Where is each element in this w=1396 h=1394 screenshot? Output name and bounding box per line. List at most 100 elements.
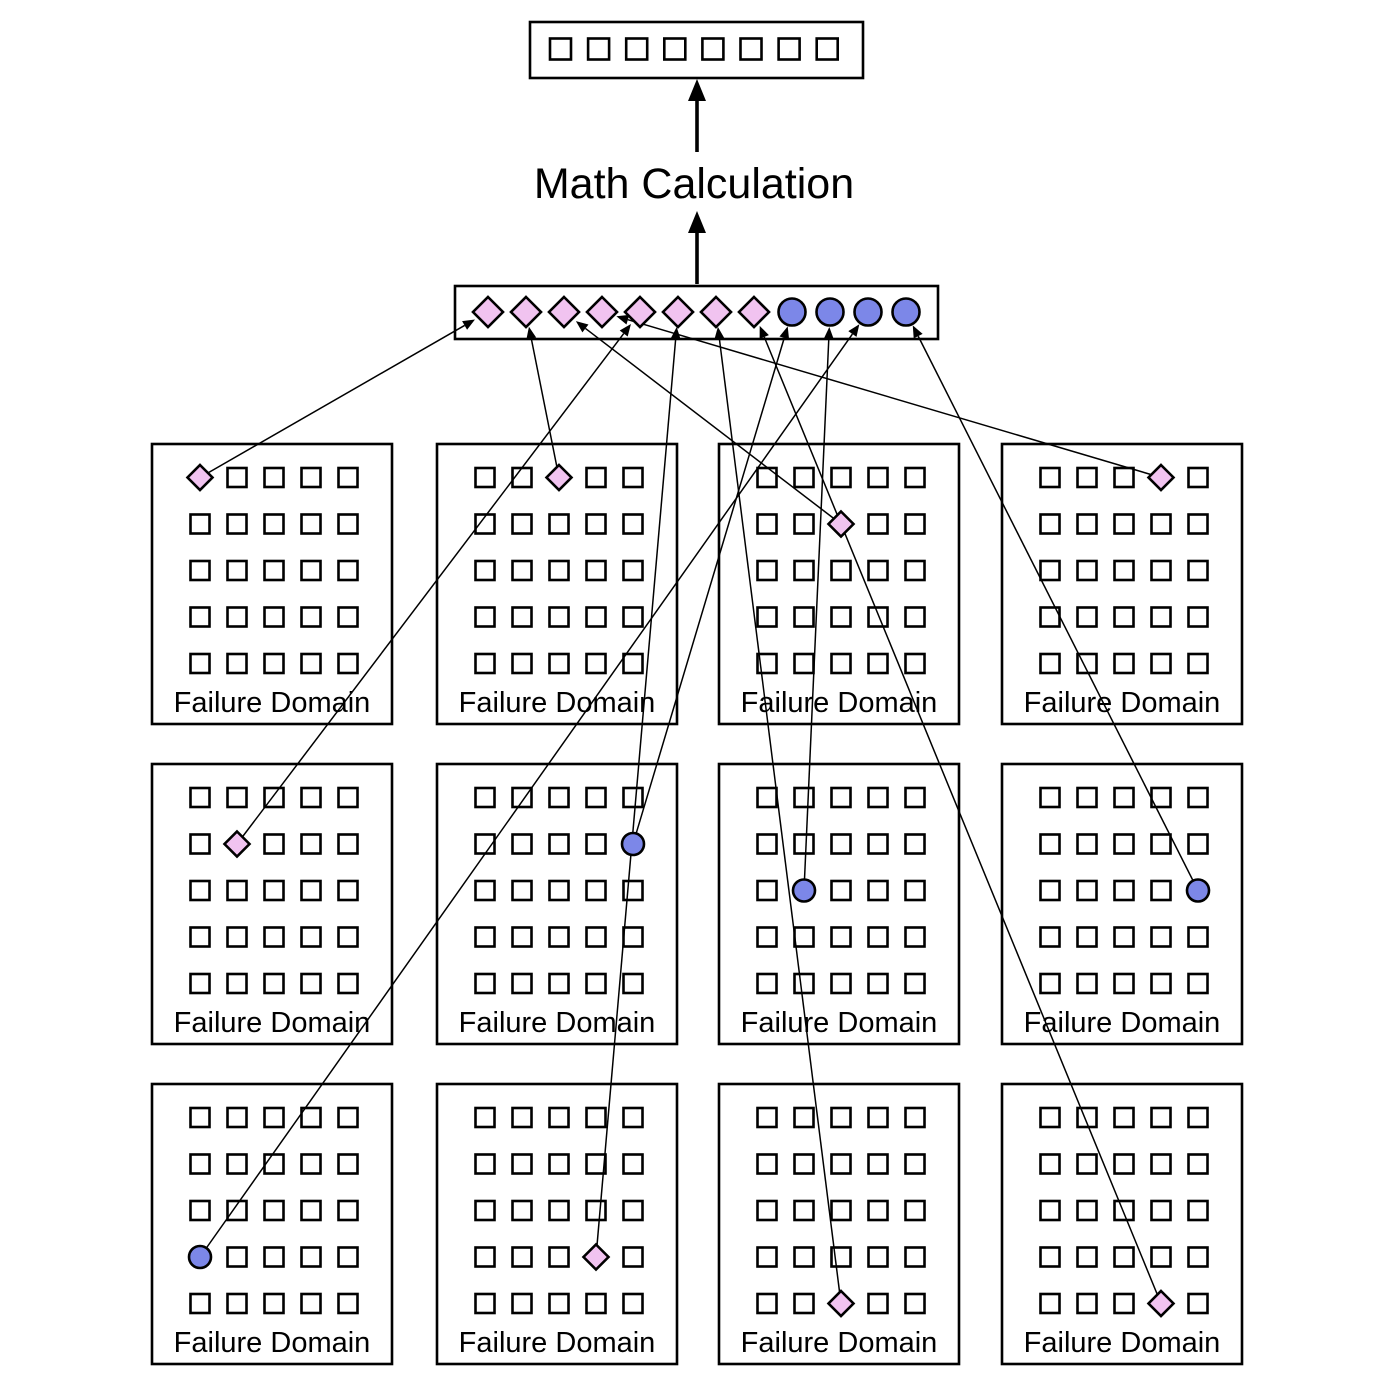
grid-cell-square	[585, 879, 607, 902]
grid-cell-square	[793, 466, 815, 489]
grid-cell-square	[300, 466, 322, 489]
grid-cell-square	[793, 833, 815, 855]
grid-cell-square	[226, 1246, 248, 1268]
grid-cell-square	[263, 1292, 285, 1315]
grid-cell-square	[474, 1199, 496, 1222]
failure-domain-label: Failure Domain	[1024, 687, 1221, 719]
grid-cell-square	[904, 559, 926, 582]
grid-cell-square	[1113, 1199, 1135, 1222]
grid-cell-square	[337, 833, 359, 855]
grid-cell-square	[511, 786, 533, 809]
grid-cell-square	[337, 466, 359, 489]
grid-cell-square	[830, 1153, 852, 1175]
failure-domain-box	[1000, 1082, 1244, 1366]
failure-domain-box	[1000, 762, 1244, 1046]
grid-cell-square	[1113, 606, 1135, 628]
grid-cell-square	[793, 559, 815, 582]
grid-cell-square	[1039, 513, 1061, 535]
grid-cell-square	[511, 1246, 533, 1268]
failure-domain-label: Failure Domain	[741, 1007, 938, 1039]
grid-cell-square	[1150, 559, 1172, 582]
grid-cell-square	[548, 786, 570, 809]
grid-cell-square	[189, 559, 211, 582]
strip-data-diamond	[471, 295, 505, 329]
grid-cell-square	[793, 1106, 815, 1129]
grid-cell-square	[1150, 1153, 1172, 1175]
grid-cell-square	[511, 1292, 533, 1315]
grid-cell-square	[904, 466, 926, 489]
grid-cell-square	[1076, 513, 1098, 535]
grid-cell-square	[337, 1199, 359, 1222]
grid-cell-square	[1039, 972, 1061, 995]
grid-cell-square	[622, 652, 644, 675]
grid-cell-square	[300, 972, 322, 995]
connector-line	[199, 333, 854, 1258]
domain-data-diamond	[1146, 463, 1176, 492]
strip-parity-circle	[777, 297, 807, 327]
grid-cell-square	[1113, 559, 1135, 582]
grid-cell-square	[1076, 1292, 1098, 1315]
connector-line	[199, 324, 465, 479]
grid-cell-square	[1187, 972, 1209, 995]
grid-cell-square	[1150, 926, 1172, 948]
grid-cell-square	[867, 786, 889, 809]
grid-cell-square	[904, 833, 926, 855]
grid-cell-square	[867, 606, 889, 628]
grid-cell-square	[300, 1246, 322, 1268]
result-square	[777, 37, 801, 61]
grid-cell-square	[226, 1153, 248, 1175]
failure-domain-box	[150, 762, 394, 1046]
grid-cell-square	[548, 606, 570, 628]
connector-arrowhead	[670, 326, 681, 340]
grid-cell-square	[904, 652, 926, 675]
grid-cell-square	[1076, 1246, 1098, 1268]
strip-parity-circle	[891, 297, 921, 327]
grid-cell-square	[1150, 1246, 1172, 1268]
domain-data-diamond	[222, 829, 252, 859]
grid-cell-square	[300, 513, 322, 535]
grid-cell-square	[1187, 786, 1209, 809]
grid-cell-square	[867, 1246, 889, 1268]
grid-cell-square	[263, 606, 285, 628]
grid-cell-square	[1076, 786, 1098, 809]
grid-cell-square	[1039, 786, 1061, 809]
grid-cell-square	[300, 926, 322, 948]
grid-cell-square	[756, 833, 778, 855]
connector-arrowhead	[616, 314, 630, 325]
grid-cell-square	[622, 606, 644, 628]
domain-data-diamond	[581, 1242, 611, 1272]
strip-data-diamond	[509, 295, 543, 329]
grid-cell-square	[756, 786, 778, 809]
grid-cell-square	[830, 466, 852, 489]
grid-cell-square	[756, 559, 778, 582]
result-square	[739, 37, 763, 61]
grid-cell-square	[1150, 1199, 1172, 1222]
grid-cell-square	[756, 1153, 778, 1175]
connector-arrowhead	[575, 321, 589, 333]
grid-cell-square	[904, 926, 926, 948]
grid-cell-square	[474, 926, 496, 948]
up-arrow-to-result-head	[688, 79, 706, 101]
failure-domain-label: Failure Domain	[459, 687, 656, 719]
grid-cell-square	[1187, 926, 1209, 948]
grid-cell-square	[830, 652, 852, 675]
grid-cell-square	[511, 1153, 533, 1175]
grid-cell-square	[585, 1106, 607, 1129]
grid-cell-square	[1187, 606, 1209, 628]
connector-line	[803, 338, 830, 891]
grid-cell-square	[474, 513, 496, 535]
domain-data-diamond	[185, 463, 215, 492]
grid-cell-square	[1039, 833, 1061, 855]
grid-cell-square	[585, 606, 607, 628]
grid-cell-square	[622, 513, 644, 535]
grid-cell-square	[585, 972, 607, 995]
connector-arrowhead	[462, 319, 475, 330]
grid-cell-square	[756, 652, 778, 675]
grid-cell-square	[867, 972, 889, 995]
grid-cell-square	[622, 1153, 644, 1175]
failure-domain-label: Failure Domain	[174, 1327, 371, 1359]
grid-cell-square	[189, 652, 211, 675]
connector-arrowhead	[619, 323, 631, 337]
